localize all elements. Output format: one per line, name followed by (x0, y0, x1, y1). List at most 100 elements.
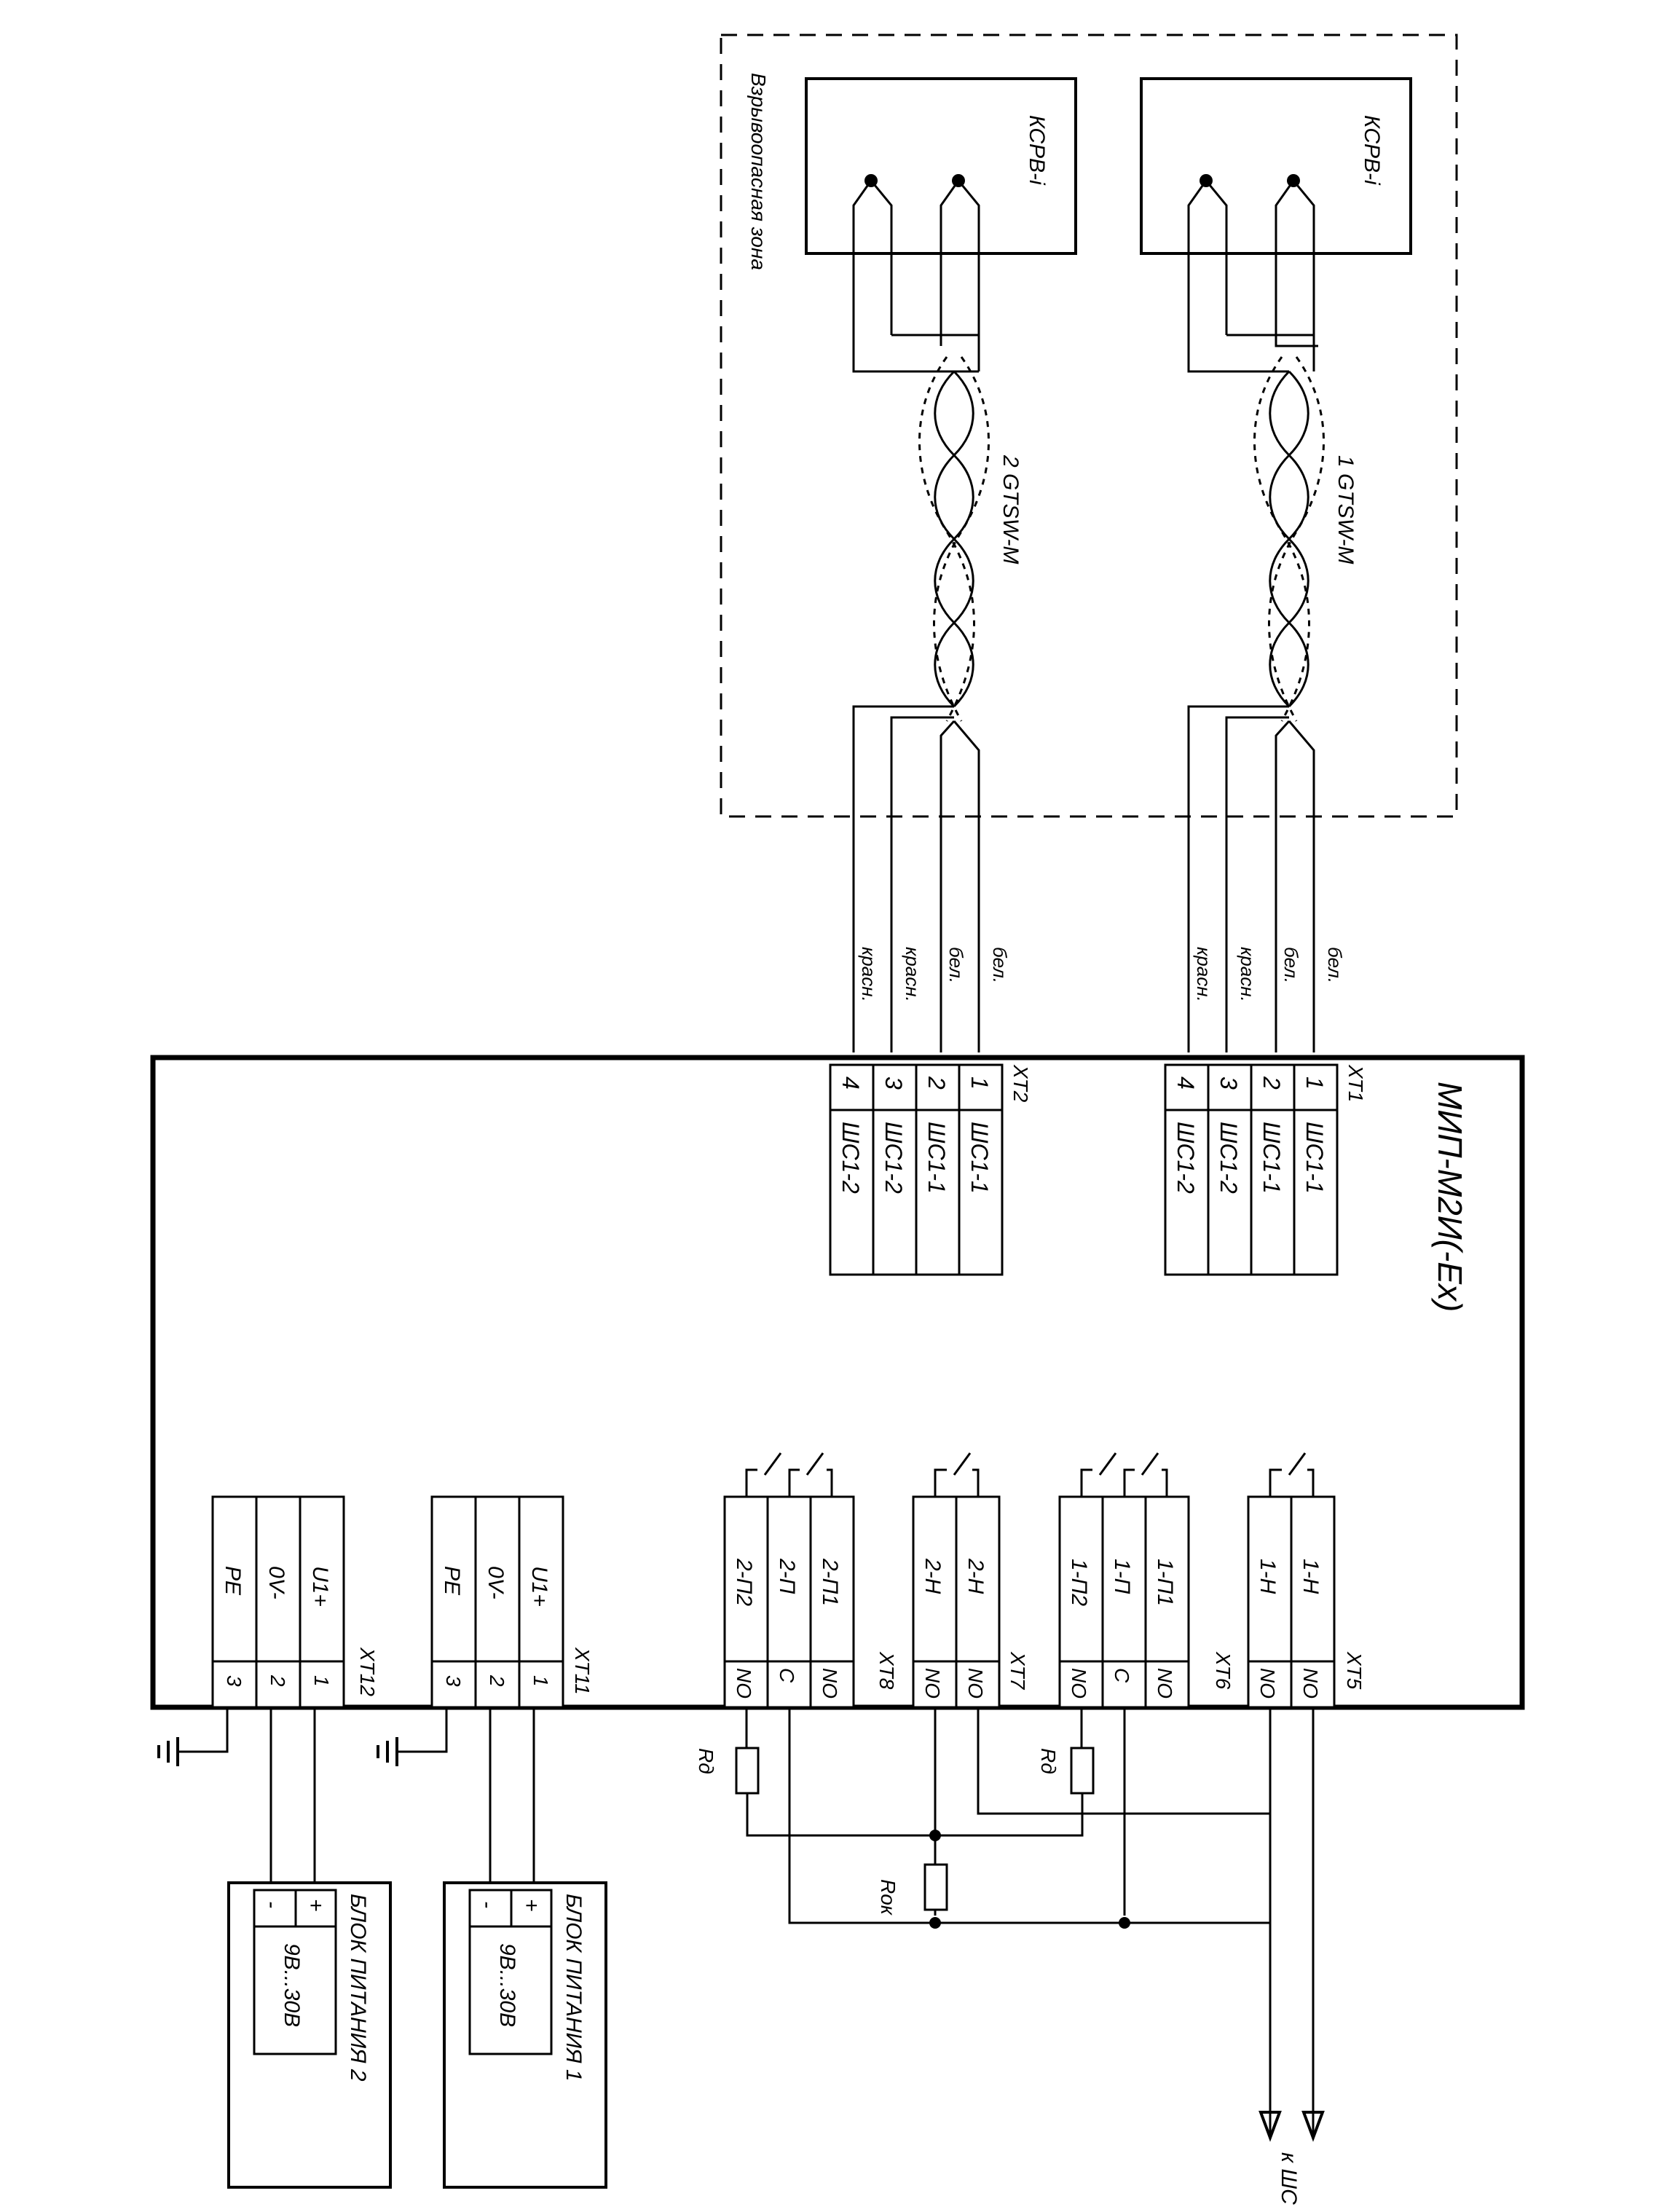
terminal-block-xt11: XT11 U1+ 0V- PE 1 2 3 (430, 1495, 594, 1709)
relay-signal: 2-П2 (732, 1558, 756, 1606)
power-signal: PE (440, 1566, 464, 1596)
terminal-block-xt8: XT8 2-П1 2-П 2-П2 NO C NO (723, 1452, 898, 1709)
terminal-signal: ШС1-2 (881, 1122, 907, 1194)
terminal-block-xt5: XT5 1-Н 1-Н NO NO (1247, 1452, 1366, 1709)
cable-2: 2 GTSW-M (852, 320, 1023, 1052)
relay-signal: 1-П1 (1153, 1559, 1177, 1606)
terminal-pin: 4 (1173, 1077, 1199, 1090)
terminal-pin: 3 (1216, 1077, 1242, 1090)
power-signal: U1+ (308, 1566, 332, 1607)
power-supply-1-plus: + (519, 1899, 543, 1912)
relay-signal: 2-П1 (818, 1558, 842, 1606)
resistor-rok (923, 1863, 948, 1911)
power-pin: 1 (529, 1675, 552, 1687)
terminal-block-xt12: XT12 U1+ 0V- PE 1 2 3 (211, 1495, 379, 1709)
power-pin: 2 (267, 1674, 289, 1687)
terminal-block-label: XT1 (1344, 1064, 1367, 1102)
terminal-pin: 4 (838, 1077, 864, 1090)
wire-color-label: красн. (1193, 947, 1215, 1002)
power-supply-1-range: 9В...30В (495, 1943, 519, 2027)
power-signal: PE (221, 1566, 245, 1596)
relay-wiring: Rд Rок Rд к ШС (695, 1707, 1325, 2205)
relay-pin: NO (1299, 1668, 1322, 1699)
terminal-signal: ШС1-1 (1301, 1122, 1328, 1194)
terminal-block-label: XT6 (1212, 1651, 1234, 1690)
relay-pin: NO (1256, 1668, 1279, 1699)
terminal-block-xt7: XT7 2-Н 2-Н NO NO (912, 1452, 1029, 1709)
power-signal: U1+ (527, 1566, 551, 1607)
power-pin: 3 (442, 1675, 465, 1687)
power-wiring (157, 1707, 535, 1883)
power-supply-1-minus: - (476, 1901, 500, 1908)
wire-color-label: бел. (945, 947, 967, 983)
terminal-block-label: XT5 (1343, 1651, 1366, 1690)
resistor-rd-2 (1070, 1747, 1095, 1795)
resistor-rd-1-label: Rд (695, 1748, 717, 1774)
power-supply-1: БЛОК ПИТАНИЯ 1 + - 9В...30В (443, 1881, 607, 2189)
relay-pin: NO (1068, 1668, 1090, 1699)
sensor-2-label: КСРВ-i (1025, 115, 1049, 186)
power-signal: 0V- (484, 1566, 508, 1599)
terminal-pin: 1 (1301, 1077, 1328, 1090)
terminal-block-label: XT11 (571, 1647, 594, 1695)
wire-color-label: бел. (1280, 947, 1302, 983)
resistor-rok-label: Rок (877, 1879, 899, 1916)
cable-1: 1 GTSW-M (1187, 320, 1358, 1052)
terminal-block-xt2: XT2 1 2 3 4 ШС1-1 ШС1-1 ШС1-2 ШС1-2 (829, 1063, 1032, 1276)
power-supply-2: БЛОК ПИТАНИЯ 2 + - 9В...30В (227, 1881, 392, 2189)
hazard-zone-label: Взрывоопасная зона (747, 73, 770, 270)
wire-color-label: красн. (858, 947, 880, 1002)
relay-pin: C (776, 1668, 798, 1683)
wire-color-label: красн. (902, 947, 923, 1002)
terminal-block-label: XT2 (1009, 1064, 1032, 1103)
terminal-signal: ШС1-2 (1216, 1122, 1242, 1194)
hazard-zone-boundary (720, 34, 1458, 818)
terminal-pin: 3 (881, 1077, 907, 1090)
cable-1-label: 1 GTSW-M (1334, 455, 1358, 564)
power-supply-2-title: БЛОК ПИТАНИЯ 2 (346, 1894, 370, 2082)
power-pin: 1 (310, 1675, 333, 1687)
sensor-2: КСРВ-i (805, 77, 1077, 371)
wire-color-label: бел. (1324, 947, 1346, 983)
relay-signal: 1-Н (1256, 1559, 1280, 1594)
terminal-block-label: XT12 (356, 1647, 379, 1696)
relay-signal: 1-П2 (1067, 1559, 1091, 1606)
relay-pin: NO (964, 1668, 987, 1699)
wire-color-label: красн. (1237, 947, 1258, 1002)
power-supply-2-plus: + (304, 1899, 328, 1912)
resistor-rd-2-label: Rд (1037, 1748, 1060, 1774)
wire-color-labels-xt1: бел. бел. красн. красн. (1193, 947, 1346, 1002)
sensor-1: КСРВ-i (1140, 77, 1412, 371)
relay-signal: 1-П (1110, 1559, 1134, 1594)
terminal-signal: ШС1-2 (838, 1122, 864, 1194)
terminal-signal: ШС1-2 (1173, 1122, 1199, 1194)
relay-pin: C (1111, 1668, 1133, 1683)
relay-pin: NO (1154, 1668, 1176, 1699)
terminal-pin: 1 (966, 1077, 993, 1090)
relay-pin: NO (819, 1668, 841, 1699)
terminal-block-label: XT8 (875, 1651, 898, 1690)
resistor-rd-1 (735, 1747, 760, 1795)
terminal-signal: ШС1-1 (923, 1122, 950, 1194)
terminal-pin: 2 (1258, 1076, 1285, 1090)
relay-signal: 2-П (775, 1558, 799, 1594)
power-pin: 2 (486, 1674, 508, 1687)
terminal-block-label: XT7 (1007, 1651, 1029, 1691)
relay-signal: 1-Н (1299, 1559, 1323, 1594)
sensor-1-label: КСРВ-i (1360, 115, 1384, 186)
power-pin: 3 (223, 1675, 245, 1687)
power-supply-2-range: 9В...30В (280, 1943, 304, 2027)
relay-pin: NO (733, 1668, 755, 1699)
wire-color-label: бел. (989, 947, 1011, 983)
terminal-pin: 2 (923, 1076, 950, 1090)
relay-signal: 2-Н (921, 1558, 945, 1594)
device-title: МИП-М2И(-Ex) (1431, 1082, 1469, 1312)
terminal-signal: ШС1-1 (1258, 1122, 1285, 1194)
loop-output-label: к ШС (1277, 2152, 1301, 2205)
terminal-block-xt1: XT1 1 2 3 4 ШС1-1 ШС1-1 ШС1-2 ШС1-2 (1164, 1063, 1367, 1276)
power-supply-2-minus: - (260, 1901, 284, 1908)
terminal-signal: ШС1-1 (966, 1122, 993, 1194)
terminal-block-xt6: XT6 1-П1 1-П 1-П2 NO C NO (1058, 1452, 1234, 1709)
relay-pin: NO (921, 1668, 944, 1699)
